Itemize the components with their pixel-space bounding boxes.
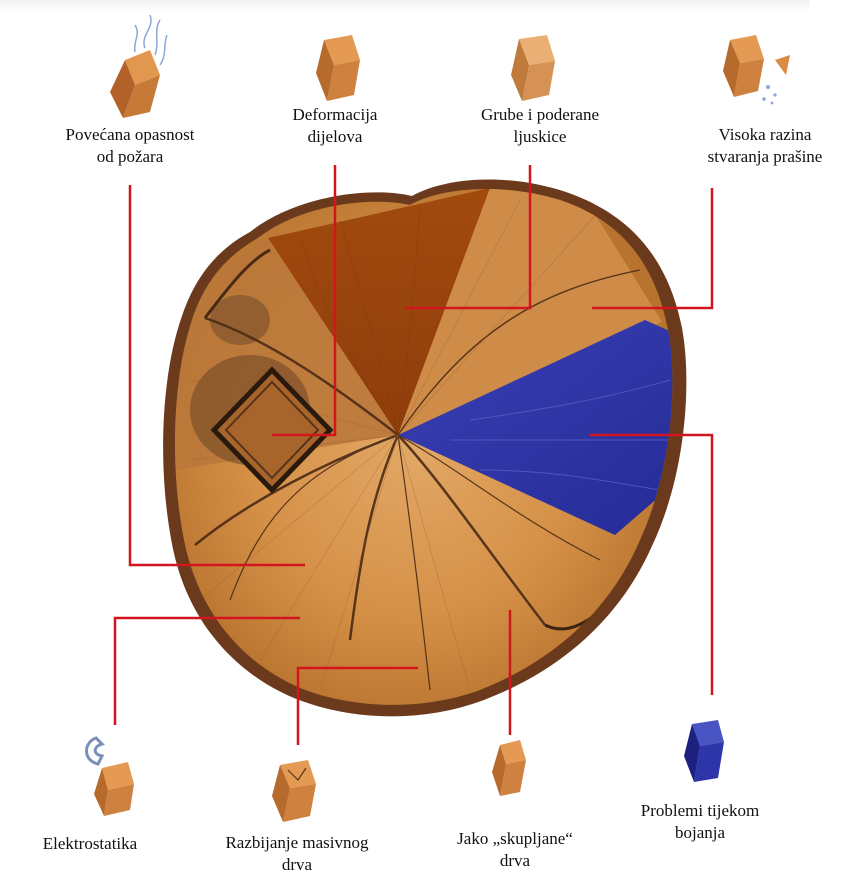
wood-block-dust-icon — [723, 35, 790, 104]
wood-block-with-magnet-icon — [87, 738, 135, 816]
label-painting-problems: Problemi tijekom bojanja — [615, 800, 785, 844]
label-wood-shrinkage: Jako „skupljane“ drva — [440, 828, 590, 872]
label-fire-hazard: Povećana opasnost od požara — [40, 124, 220, 168]
label-solid-wood-splitting: Razbijanje masivnog drva — [202, 832, 392, 876]
label-electrostatics: Elektrostatika — [20, 833, 160, 855]
label-part-deformation: Deformacija dijelova — [270, 104, 400, 148]
blue-painted-block-icon — [684, 720, 724, 782]
wood-block-icon — [511, 35, 555, 101]
label-rough-flakes: Grube i poderane ljuskice — [455, 104, 625, 148]
thin-wood-block-icon — [492, 740, 526, 796]
wood-block-with-flames-icon — [110, 15, 167, 118]
label-dust-generation: Visoka razina stvaranja prašine — [690, 124, 840, 168]
faint-credit-watermark — [612, 852, 792, 866]
log-cross-section — [163, 180, 690, 717]
cracked-wood-block-icon — [272, 760, 316, 822]
wood-block-icon — [316, 35, 360, 101]
